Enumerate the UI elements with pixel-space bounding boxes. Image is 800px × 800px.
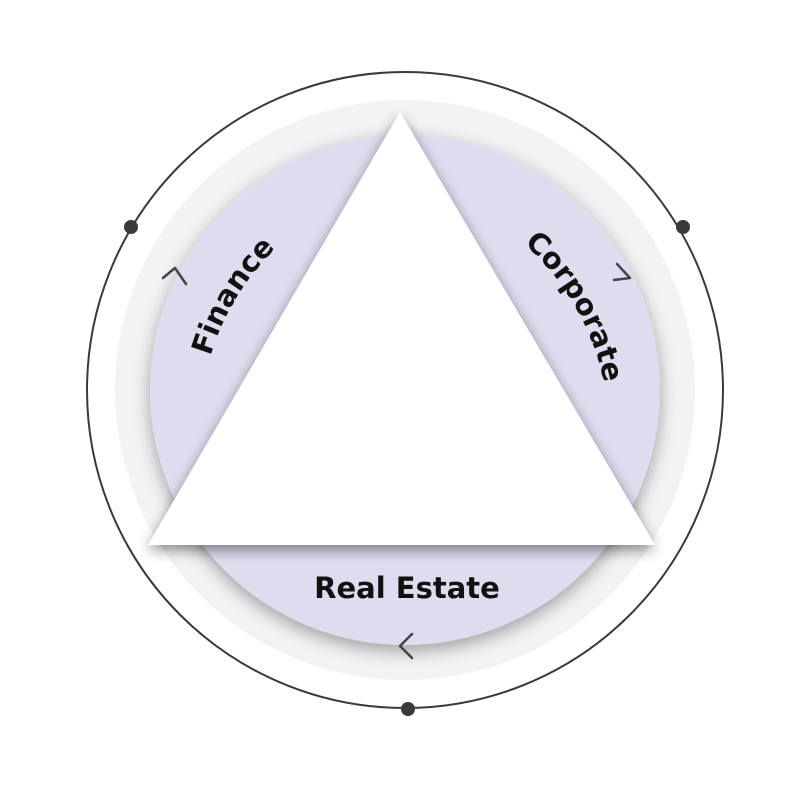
chevron-arrow-icon <box>398 632 414 660</box>
dot-node-icon <box>124 220 138 234</box>
dot-node-icon <box>676 220 690 234</box>
dot-node-icon <box>401 702 415 716</box>
center-triangle <box>148 112 655 545</box>
chevron-arrow-icon <box>161 266 188 286</box>
segment-label-real-estate: Real Estate <box>314 571 500 605</box>
chevron-arrow-icon <box>612 262 632 282</box>
